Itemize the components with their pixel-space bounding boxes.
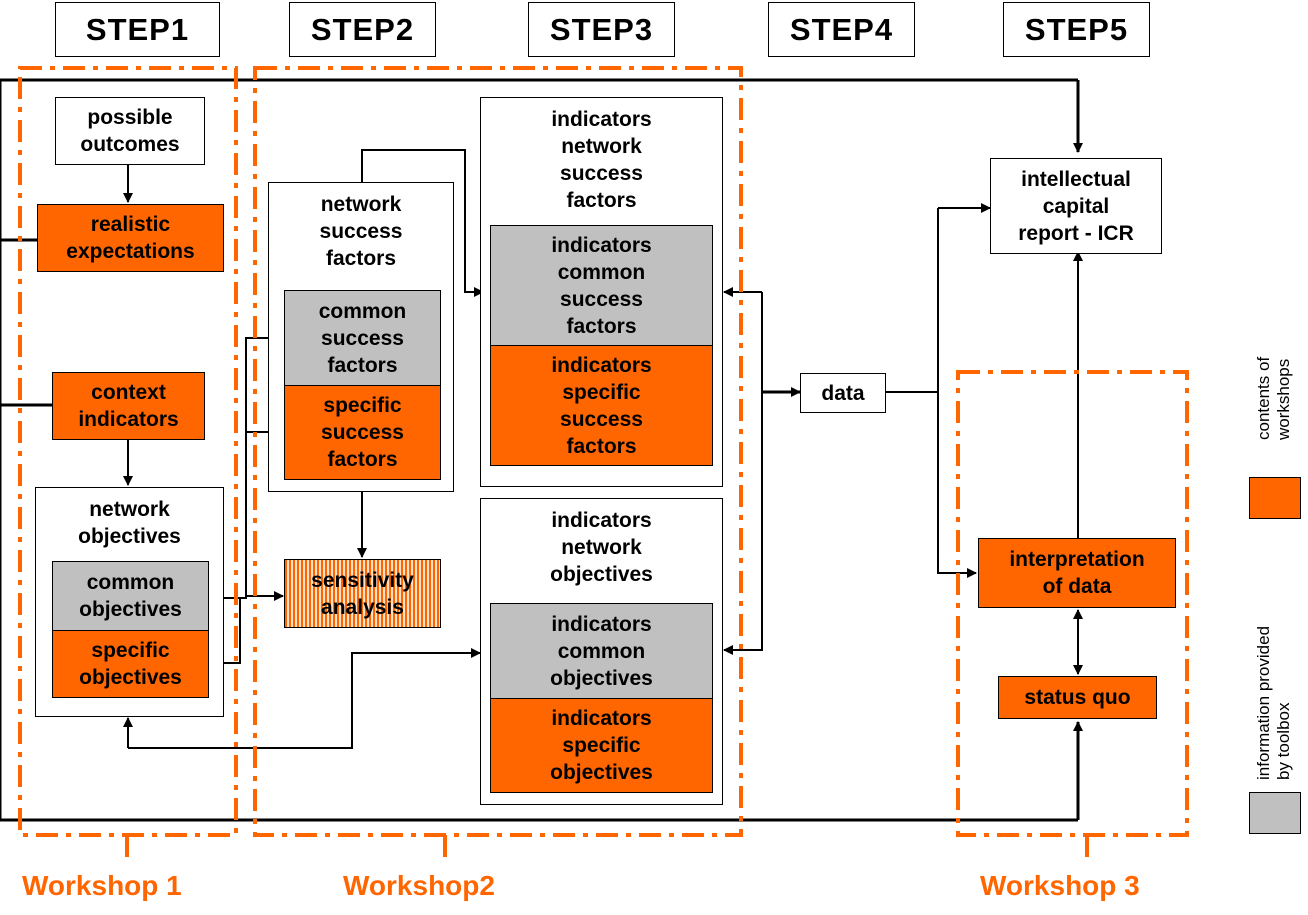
possible-outcomes-box: possible outcomes bbox=[55, 97, 205, 165]
ind-common-success-factors-box: indicators common success factors bbox=[490, 225, 713, 346]
legend-contents-of-workshops-label: contents of workshops bbox=[1254, 356, 1293, 440]
icr-box: intellectual capital report - ICR bbox=[990, 158, 1162, 254]
step5-header: STEP5 bbox=[1003, 2, 1150, 57]
ind-network-objectives-title: indicators network objectives bbox=[550, 509, 653, 586]
interpretation-of-data-box: interpretation of data bbox=[978, 538, 1176, 608]
outer-frame-lines bbox=[0, 78, 1083, 822]
sensitivity-analysis-box: sensitivity analysis bbox=[284, 559, 441, 628]
legend-gray-swatch bbox=[1249, 792, 1301, 834]
common-success-factors-box: common success factors bbox=[284, 290, 441, 386]
data-box: data bbox=[800, 373, 886, 413]
specific-objectives-box: specific objectives bbox=[52, 630, 209, 698]
ind-specific-success-factors-box: indicators specific success factors bbox=[490, 345, 713, 466]
network-success-factors-title: network success factors bbox=[319, 193, 403, 270]
network-objectives-title: network objectives bbox=[78, 498, 181, 548]
workshop3-label: Workshop 3 bbox=[980, 870, 1140, 901]
status-quo-box: status quo bbox=[998, 676, 1157, 719]
common-objectives-box: common objectives bbox=[52, 561, 209, 631]
step3-header: STEP3 bbox=[528, 2, 675, 57]
ind-common-objectives-box: indicators common objectives bbox=[490, 603, 713, 699]
ind-network-success-factors-title: indicators network success factors bbox=[551, 108, 652, 212]
workshop3-frame bbox=[956, 370, 1189, 837]
connector-nsf-to-indicators bbox=[361, 149, 484, 297]
ind-specific-objectives-box: indicators specific objectives bbox=[490, 698, 713, 793]
legend-information-by-toolbox-label: information provided by toolbox bbox=[1254, 625, 1293, 780]
legend-orange-swatch bbox=[1249, 477, 1301, 519]
step4-header: STEP4 bbox=[768, 2, 915, 57]
step2-header: STEP2 bbox=[289, 2, 436, 57]
workshop2-label: Workshop2 bbox=[343, 870, 495, 901]
specific-success-factors-box: specific success factors bbox=[284, 385, 441, 480]
workshop1-label: Workshop 1 bbox=[22, 870, 182, 901]
workshop2-frame bbox=[253, 66, 743, 837]
context-indicators-box: context indicators bbox=[52, 372, 205, 440]
realistic-expectations-box: realistic expectations bbox=[37, 204, 224, 272]
step1-header: STEP1 bbox=[55, 2, 220, 57]
